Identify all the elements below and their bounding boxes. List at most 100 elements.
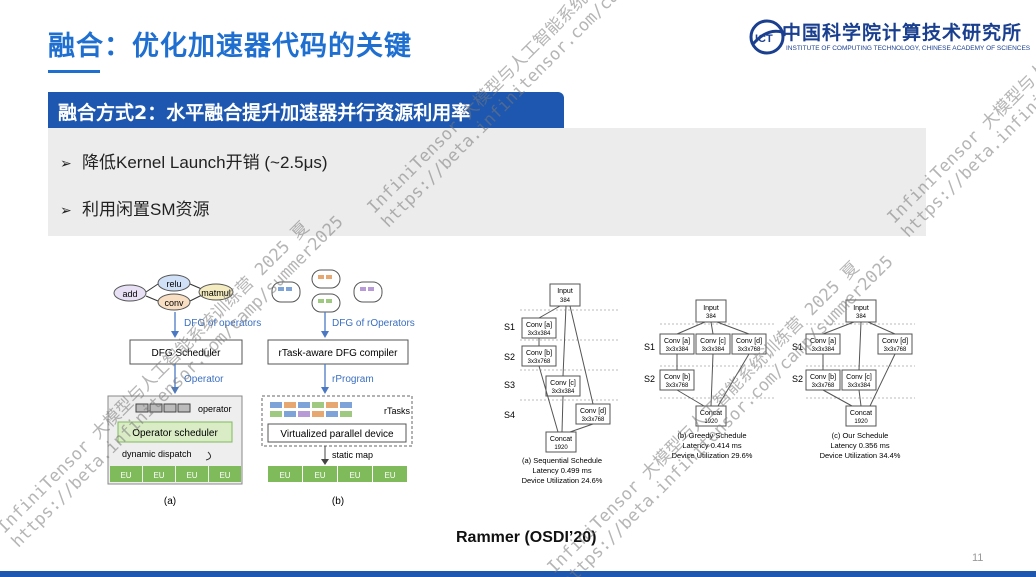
- node-text: 384: [560, 298, 571, 304]
- rtasks-label: rTasks: [384, 406, 411, 416]
- operator-queue: [135, 403, 191, 413]
- static-map-label: static map: [332, 450, 373, 460]
- node-relu: [157, 274, 191, 292]
- node-text: 1920: [704, 419, 718, 425]
- node-text: Conv [b]: [810, 374, 836, 381]
- operator-flow-label: Operator: [184, 374, 224, 385]
- figure-b-eu-row: EU EU EU EU: [268, 466, 407, 482]
- node-add-label: add: [122, 289, 137, 299]
- dfg-of-operators-label: DFG of operators: [184, 318, 261, 329]
- node-conv-label: conv: [164, 298, 184, 308]
- ict-logo-mark: ICT: [755, 33, 773, 45]
- dfg-of-roperators-label: DFG of rOperators: [332, 318, 415, 329]
- node-conv: [157, 293, 191, 311]
- node-text: Input: [703, 305, 719, 312]
- operator-scheduler-label: Operator scheduler: [132, 428, 218, 439]
- dynamic-dispatch-label: dynamic dispatch: [122, 449, 192, 459]
- eu-label: EU: [314, 471, 325, 480]
- eu-label: EU: [153, 471, 164, 480]
- rtask-compiler-label: rTask-aware DFG compiler: [279, 348, 399, 359]
- eu-cell: [268, 466, 302, 482]
- dfg-scheduler-box: [129, 339, 243, 365]
- virtualized-device-label: Virtualized parallel device: [280, 429, 394, 440]
- schedule-caption-latency: Latency 0.499 ms: [532, 466, 591, 475]
- schedule-caption-util: Device Utilization 24.6%: [522, 476, 603, 485]
- eu-cell: [110, 466, 142, 482]
- figure-a-eu-row: EU EU EU EU: [110, 466, 241, 482]
- stage-label: S4: [504, 410, 515, 420]
- node-relu-label: relu: [166, 279, 181, 289]
- stage-label: S2: [504, 352, 515, 362]
- stage-label: S2: [644, 374, 655, 384]
- eu-label: EU: [120, 471, 131, 480]
- node-text: 1920: [554, 445, 568, 451]
- bottom-bar: [0, 571, 1036, 577]
- node-text: Conv [d]: [580, 408, 606, 415]
- virtualized-device-box: [267, 423, 407, 443]
- title-underline: [48, 70, 100, 73]
- logo-english-name: INSTITUTE OF COMPUTING TECHNOLOGY, CHINE…: [786, 45, 1031, 52]
- eu-label: EU: [349, 471, 360, 480]
- page-title: 融合：优化加速器代码的关键: [48, 31, 412, 62]
- node-text: 3x3x768: [582, 417, 605, 423]
- page-number: 11: [972, 552, 984, 564]
- rtask-compiler-box: [267, 339, 409, 365]
- node-matmul: [198, 283, 234, 301]
- schedule-caption-title: (b) Greedy Schedule: [677, 431, 746, 440]
- node-matmul-label: matmul: [201, 288, 231, 298]
- eu-label: EU: [279, 471, 290, 480]
- node-text: Input: [853, 305, 869, 312]
- node-text: 3x3x384: [848, 383, 871, 389]
- schedule-caption-latency: Latency 0.414 ms: [682, 441, 741, 450]
- schedule-caption-util: Device Utilization 34.4%: [820, 451, 901, 460]
- figure-a-dfg: add relu conv matmul: [113, 274, 234, 311]
- operator-scheduler-box: [117, 421, 233, 443]
- greedy-schedule: S1 S2 Input 384 Conv [a] 3x3x384 Conv [c…: [644, 299, 775, 460]
- node-text: 3x3x384: [812, 347, 835, 353]
- schedule-caption-latency: Latency 0.356 ms: [830, 441, 889, 450]
- node-text: Concat: [550, 436, 572, 443]
- node-text: 3x3x384: [552, 389, 575, 395]
- ict-logo-icon: ICT: [749, 19, 785, 55]
- figure-caption: Rammer (OSDI’20): [456, 529, 597, 546]
- schedule-caption-title: (c) Our Schedule: [832, 431, 889, 440]
- rtasks-grid: [270, 402, 352, 417]
- node-text: 384: [856, 314, 867, 320]
- node-add: [113, 284, 147, 302]
- section-bar: [48, 92, 564, 128]
- node-text: 384: [706, 314, 717, 320]
- operator-queue-label: operator: [198, 404, 232, 414]
- stage-label: S2: [792, 374, 803, 384]
- logo-chinese-name: 中国科学院计算技术研究所: [782, 22, 1023, 44]
- our-schedule: S1 S2 Input 384 Conv [a] 3x3x384 Conv [d…: [792, 299, 915, 460]
- schedule-caption-title: (a) Sequential Schedule: [522, 456, 602, 465]
- figure-b-caption: (b): [332, 496, 344, 507]
- node-text: 3x3x768: [884, 347, 907, 353]
- stage-label: S1: [644, 342, 655, 352]
- node-text: Input: [557, 288, 573, 295]
- eu-cell: [303, 466, 337, 482]
- bullet-arrow-icon: ➢: [60, 155, 72, 171]
- stage-label: S1: [792, 342, 803, 352]
- bullet-arrow-icon: ➢: [60, 202, 72, 218]
- node-text: Conv [c]: [700, 338, 726, 345]
- stage-label: S1: [504, 322, 515, 332]
- eu-cell: [143, 466, 175, 482]
- node-text: 3x3x768: [738, 347, 761, 353]
- sequential-schedule: S1 S2 S3 S4 Input 384 Conv [a] 3x3x384 C…: [504, 283, 620, 485]
- section-title: 融合方式2：水平融合提升加速器并行资源利用率: [58, 102, 471, 124]
- rammer-architecture-figure: add relu conv matmul DFG of operators DF…: [107, 269, 415, 507]
- node-text: 3x3x384: [702, 347, 725, 353]
- node-text: Conv [d]: [736, 338, 762, 345]
- node-text: Conv [a]: [810, 338, 836, 345]
- bullet-text: 利用闲置SM资源: [82, 200, 210, 219]
- dfg-scheduler-label: DFG Scheduler: [152, 348, 222, 359]
- node-text: Conv [b]: [526, 350, 552, 357]
- node-text: 3x3x768: [666, 383, 689, 389]
- eu-label: EU: [384, 471, 395, 480]
- eu-cell: [209, 466, 241, 482]
- rprogram-label: rProgram: [332, 374, 374, 385]
- eu-cell: [176, 466, 208, 482]
- node-text: 3x3x768: [812, 383, 835, 389]
- schedule-comparison-figure: S1 S2 S3 S4 Input 384 Conv [a] 3x3x384 C…: [504, 283, 915, 485]
